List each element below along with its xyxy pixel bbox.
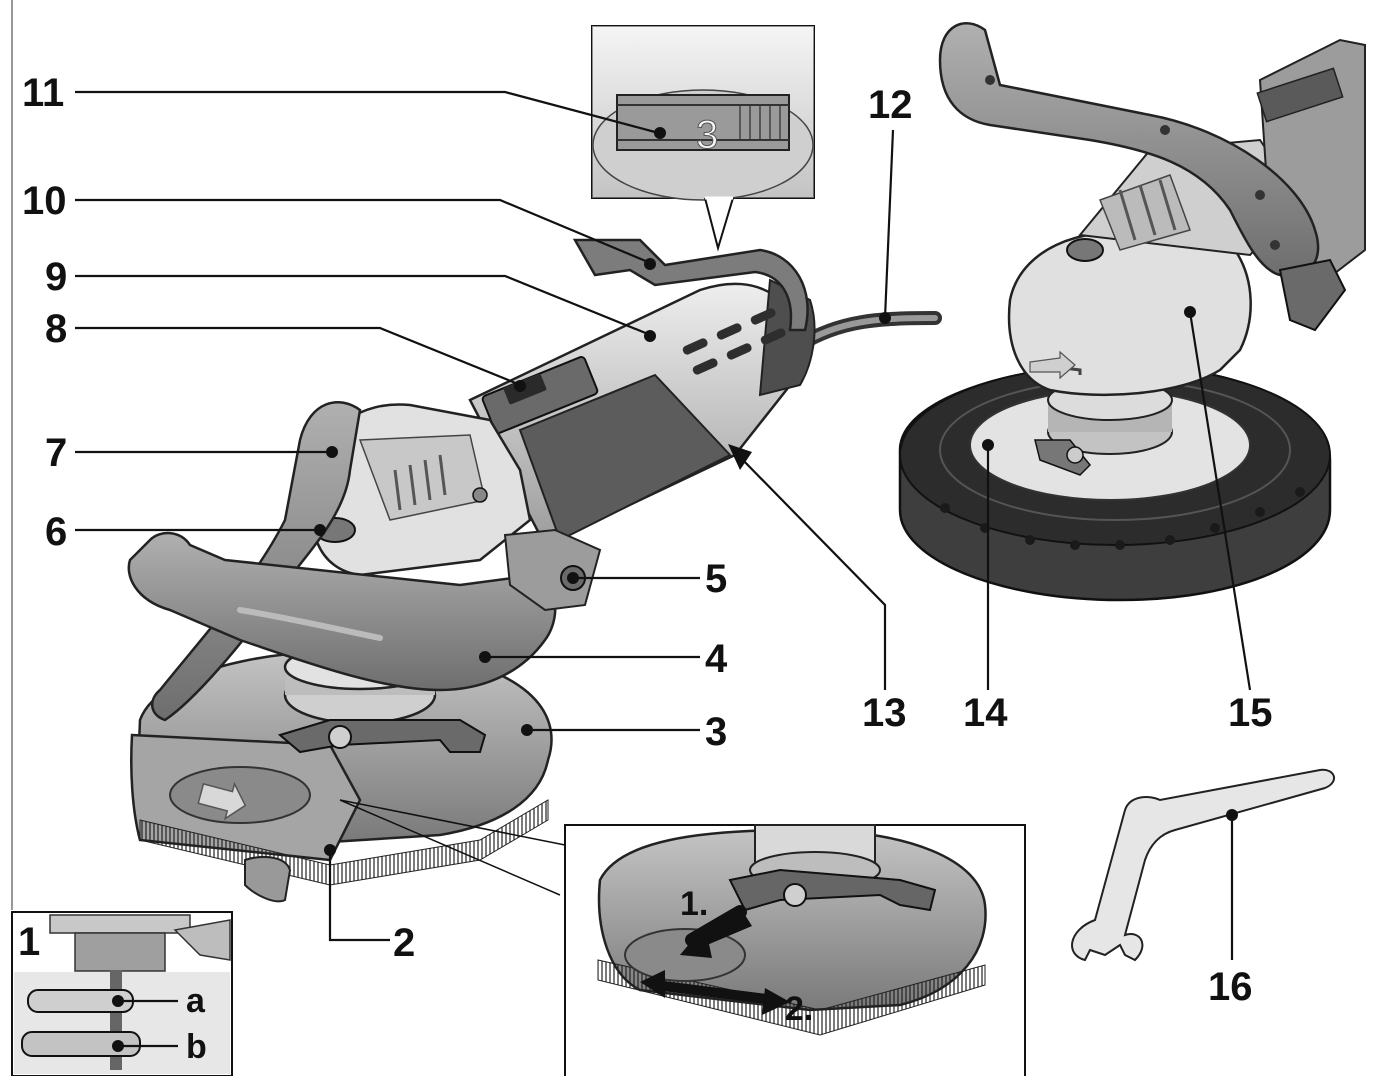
inset-hood-adjust: 1. 2. — [564, 824, 1026, 1076]
step-2-label: 2. — [785, 990, 813, 1028]
step-1-label: 1. — [680, 885, 708, 923]
right-grinder — [898, 22, 1366, 602]
side-grip — [151, 401, 362, 722]
callout-16: 16 — [1208, 965, 1253, 1009]
brush-ring — [139, 799, 549, 886]
flange-label-b: b — [186, 1028, 207, 1066]
dial-setting: 3 — [696, 113, 718, 157]
vent-slots — [682, 308, 786, 375]
leader-lines — [75, 90, 1252, 1052]
callout-12: 12 — [868, 83, 913, 127]
callout-7: 7 — [45, 431, 67, 475]
zoom-lines — [339, 799, 566, 896]
callout-5: 5 — [705, 557, 727, 601]
callout-13: 13 — [862, 691, 907, 735]
flange-b — [21, 1031, 141, 1057]
rear-bow-handle — [572, 238, 809, 332]
arrow-step-2 — [654, 980, 776, 1005]
callout-11: 11 — [22, 71, 64, 115]
callout-1: 1 — [18, 920, 40, 964]
callout-labels: 11 10 9 8 7 6 5 4 3 2 12 13 14 15 16 1 a… — [18, 71, 1273, 1066]
callout-4: 4 — [705, 637, 728, 681]
callout-14: 14 — [963, 691, 1008, 735]
main-grinder — [127, 238, 942, 903]
callout-8: 8 — [45, 307, 67, 351]
callout-10: 10 — [22, 179, 67, 223]
callout-6: 6 — [45, 510, 67, 554]
callout-3: 3 — [705, 710, 727, 754]
callout-9: 9 — [45, 255, 67, 299]
front-handle — [127, 531, 557, 692]
callout-15: 15 — [1228, 691, 1273, 735]
inset-flange — [11, 911, 233, 1076]
pin-wrench — [1071, 768, 1335, 962]
gear-housing — [1007, 231, 1252, 397]
flange-label-a: a — [186, 982, 206, 1020]
inset-speed-dial: 3 — [591, 25, 815, 252]
callout-2: 2 — [393, 921, 415, 965]
